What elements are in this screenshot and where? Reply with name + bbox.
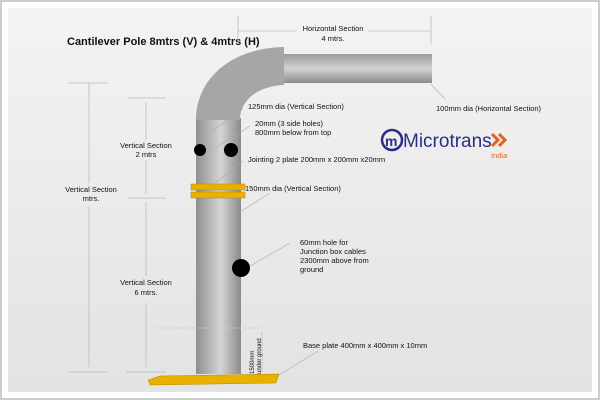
annotation-side-holes: 20mm (3 side holes) 800mm below from top (214, 119, 331, 149)
svg-text:100mm dia (Horizontal Section): 100mm dia (Horizontal Section) (436, 104, 542, 113)
svg-text:under ground: under ground (257, 338, 263, 374)
base-plate (147, 373, 280, 386)
elbow-bend (196, 47, 284, 120)
svg-text:4 mtrs.: 4 mtrs. (322, 34, 345, 43)
side-hole-right (224, 143, 238, 157)
svg-text:150mm dia (Vertical Section): 150mm dia (Vertical Section) (245, 184, 341, 193)
side-hole-left (194, 144, 206, 156)
annotation-125mm: 125mm dia (Vertical Section) (211, 102, 344, 132)
junction-hole (232, 259, 250, 277)
svg-text:Vertical Section: Vertical Section (120, 141, 172, 150)
svg-text:800mm below from top: 800mm below from top (255, 128, 331, 137)
svg-text:2300mm above from: 2300mm above from (300, 256, 369, 265)
underground-dimension: 1500mm under ground (155, 327, 263, 374)
annotation-150mm: 150mm dia (Vertical Section) (239, 184, 341, 213)
svg-text:60mm hole for: 60mm hole for (300, 238, 348, 247)
vertical-bottom-dimension: Vertical Section 6 mtrs. (120, 202, 172, 373)
annotation-junction-hole: 60mm hole for Junction box cables 2300mm… (249, 238, 369, 274)
svg-text:mtrs.: mtrs. (83, 194, 100, 203)
joint-plate-bottom (190, 191, 246, 199)
svg-text:Horizontal Section: Horizontal Section (303, 24, 364, 33)
svg-text:m: m (385, 133, 397, 149)
horizontal-dimension: Horizontal Section 4 mtrs. (237, 16, 432, 44)
svg-text:Vertical Section: Vertical Section (65, 185, 117, 194)
microtrans-logo: m Microtrans India (380, 128, 508, 160)
annotation-100mm: 100mm dia (Horizontal Section) (430, 83, 542, 113)
vertical-top-dimension: Vertical Section 2 mtrs (120, 97, 172, 199)
svg-text:Junction box cables: Junction box cables (300, 247, 366, 256)
annotation-base-plate: Base plate 400mm x 400mm x 10mm (278, 341, 427, 376)
vertical-total-dimension: Vertical Section mtrs. (65, 82, 117, 373)
svg-text:Jointing 2 plate 200mm x 200mm: Jointing 2 plate 200mm x 200mm x20mm (248, 155, 385, 164)
logo-m-icon (380, 128, 404, 152)
svg-text:ground: ground (300, 265, 323, 274)
svg-text:India: India (491, 151, 508, 160)
svg-text:20mm (3 side holes): 20mm (3 side holes) (255, 119, 323, 128)
vertical-pipe (196, 118, 241, 374)
svg-text:Microtrans: Microtrans (403, 131, 492, 152)
logo-chevrons-icon (490, 132, 508, 148)
svg-text:1500mm: 1500mm (250, 351, 256, 374)
joint-plate-top (190, 183, 246, 191)
svg-text:125mm dia (Vertical Section): 125mm dia (Vertical Section) (248, 102, 344, 111)
svg-text:Vertical Section: Vertical Section (120, 278, 172, 287)
diagram-title: Cantilever Pole 8mtrs (V) & 4mtrs (H) (67, 36, 260, 48)
svg-text:6 mtrs.: 6 mtrs. (135, 288, 158, 297)
svg-text:2 mtrs: 2 mtrs (136, 150, 157, 159)
svg-text:Base plate 400mm x 400mm x 10m: Base plate 400mm x 400mm x 10mm (303, 341, 427, 350)
horizontal-pipe (284, 54, 432, 83)
annotation-jointing: Jointing 2 plate 200mm x 200mm x20mm (212, 155, 385, 186)
